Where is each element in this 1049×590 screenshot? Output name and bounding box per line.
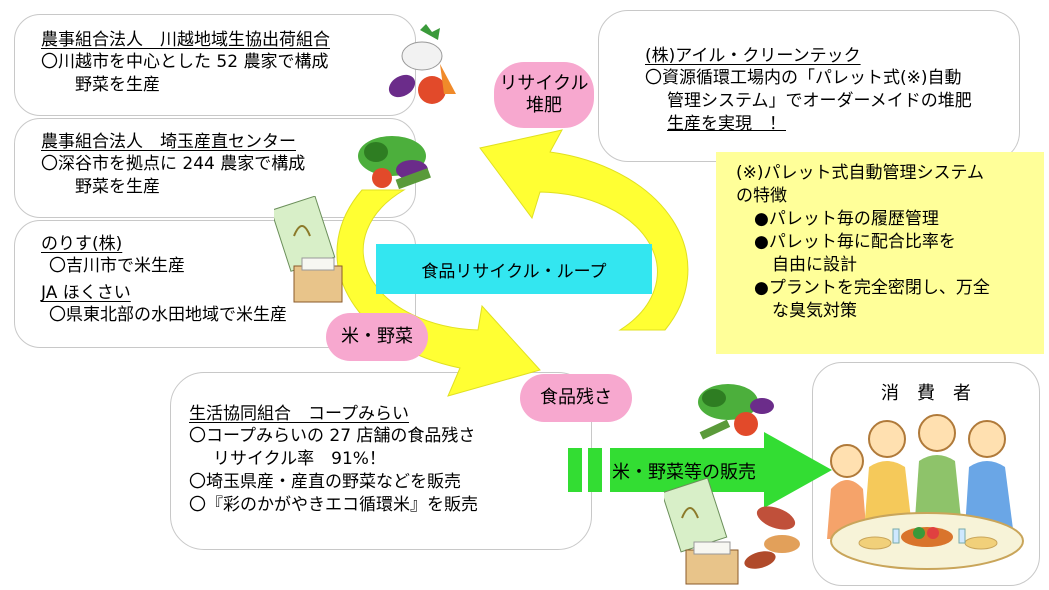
rice-bag-illustration: [274, 196, 343, 303]
producer-panel-saitama: 農事組合法人 埼玉産直センター 〇深谷市を拠点に 244 農家で構成 野菜を生産: [14, 118, 416, 218]
vegetables-illustration-2: [698, 384, 774, 440]
coop-line: 〇コープみらいの 27 店舗の食品残さ: [189, 426, 476, 446]
producer-title: 農事組合法人 埼玉産直センター: [41, 132, 296, 152]
note-line: な臭気対策: [772, 301, 857, 321]
note-line: ●パレット毎の履歴管理: [754, 209, 939, 229]
producer-line: 野菜を生産: [75, 177, 160, 197]
consumer-panel: 消 費 者: [812, 362, 1040, 586]
recycler-line: 〇資源循環工場内の「パレット式(※)自動: [645, 68, 962, 88]
loop-arrow-upper: [479, 129, 689, 331]
producer-line: 〇県東北部の水田地域で米生産: [49, 305, 287, 325]
producer-panel-kawagoe: 農事組合法人 川越地域生協出荷組合 〇川越市を中心とした 52 農家で構成 野菜…: [14, 14, 416, 116]
producer-line: 野菜を生産: [75, 75, 160, 95]
rice-veg-pill: 米・野菜: [326, 313, 428, 361]
recycler-title: (株)アイル・クリーンテック: [645, 46, 861, 66]
note-line: ●パレット毎に配合比率を: [754, 232, 956, 252]
sales-label: 米・野菜等の販売: [612, 462, 756, 483]
compost-label-1: リサイクル: [499, 73, 589, 94]
compost-label-2: 堆肥: [526, 95, 562, 116]
note-line: の特徴: [736, 186, 787, 206]
consumer-label: 消 費 者: [881, 383, 971, 404]
rice-and-potatoes-illustration: [664, 477, 800, 585]
note-line: ●プラントを完全密閉し、万全: [754, 278, 990, 298]
compost-pill: リサイクル 堆肥: [494, 62, 594, 128]
note-line: (※)パレット式自動管理システム: [736, 163, 984, 183]
producer-title: 農事組合法人 川越地域生協出荷組合: [41, 30, 330, 50]
food-recycling-loop-label: 食品リサイクル・ループ: [376, 244, 652, 294]
producer-line: 〇深谷市を拠点に 244 農家で構成: [41, 154, 306, 174]
coop-line: 〇埼玉県産・産直の野菜などを販売: [189, 472, 461, 492]
note-line: 自由に設計: [772, 255, 857, 275]
producer-line: 〇川越市を中心とした 52 農家で構成: [41, 52, 329, 72]
vegetables-basket-illustration: [358, 136, 431, 190]
vegetables-illustration: [388, 24, 456, 104]
coop-title: 生活協同組合 コープみらい: [189, 404, 409, 424]
recycler-line: 生産を実現 ！: [667, 114, 786, 134]
recycler-line: 管理システム」でオーダーメイドの堆肥: [667, 91, 972, 111]
food-waste-pill: 食品残さ: [520, 374, 632, 422]
coop-line: 〇『彩のかがやきエコ循環米』を販売: [189, 495, 478, 515]
coop-line: リサイクル率 91%！: [213, 449, 386, 469]
pallet-system-note: (※)パレット式自動管理システム の特徴 ●パレット毎の履歴管理 ●パレット毎に…: [716, 152, 1044, 354]
producer-title: のりす(株): [41, 234, 123, 254]
dining-family-illustration: [827, 414, 1024, 570]
producer-line: 〇吉川市で米生産: [49, 256, 185, 276]
sales-arrow: [568, 432, 832, 508]
producer-title: JA ほくさい: [41, 283, 131, 303]
recycler-panel: (株)アイル・クリーンテック 〇資源循環工場内の「パレット式(※)自動 管理シス…: [598, 10, 1020, 162]
